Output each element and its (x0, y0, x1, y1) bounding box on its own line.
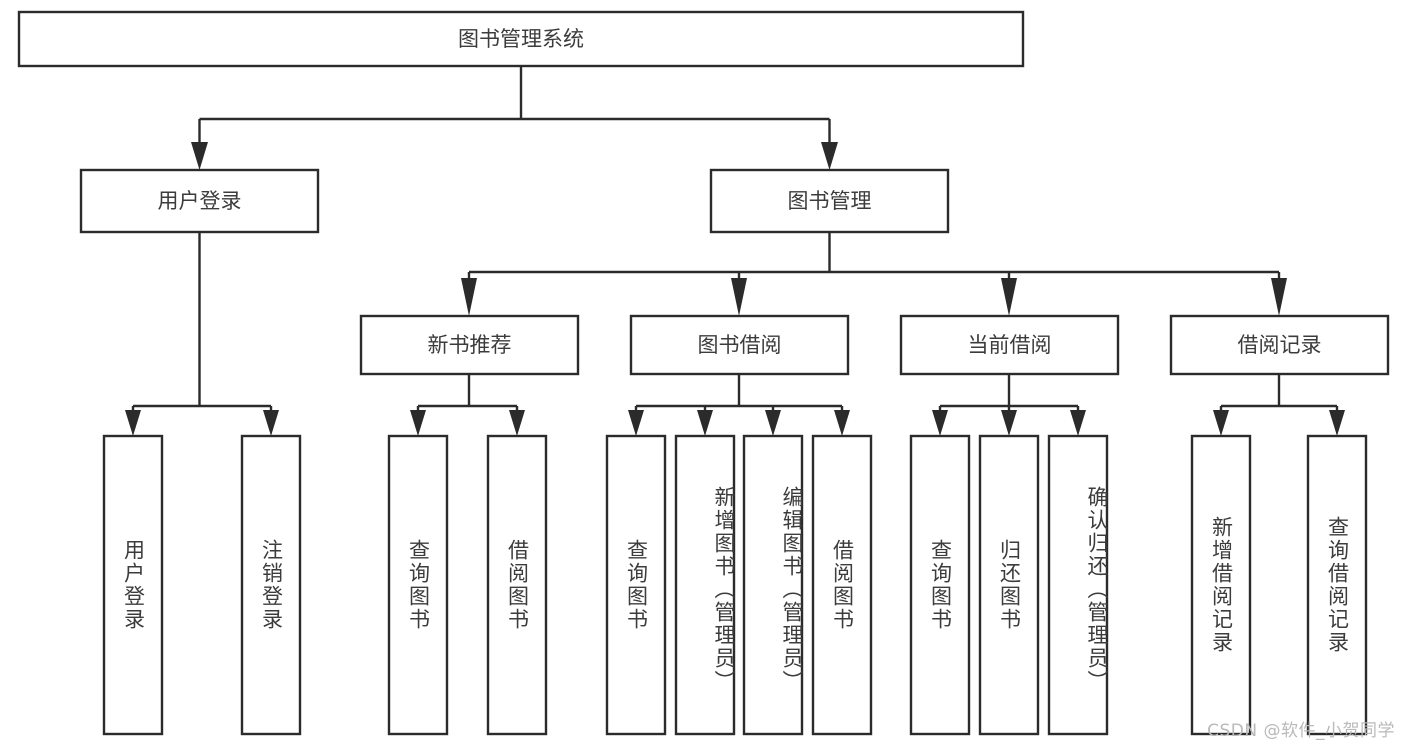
node-user-login-rect[interactable] (79, 168, 320, 234)
arrow-head-new-book-recommend (461, 278, 477, 316)
leaf-query-book-3-rect[interactable] (909, 434, 971, 736)
arrow-head-leaf-query-book-3 (932, 410, 948, 436)
arrow-head-leaf-edit-book (765, 410, 781, 436)
arrow-head-leaf-borrow-book-1 (509, 410, 525, 436)
node-book-manage[interactable]: 图书管理 (709, 168, 950, 234)
leaf-borrow-book-1-rect[interactable] (486, 434, 548, 736)
node-borrow-record-rect[interactable] (1169, 314, 1390, 376)
node-user-login-label: 用户登录 (158, 189, 242, 213)
node-new-book-recommend-rect[interactable] (359, 314, 580, 376)
arrow-head-leaf-return-book (1001, 410, 1017, 436)
arrow-head-leaf-query-record (1329, 410, 1345, 436)
node-borrow-record[interactable]: 借阅记录 (1169, 314, 1390, 376)
leaf-query-book-1-rect[interactable] (387, 434, 449, 736)
leaf-borrow-book-2-rect[interactable] (811, 434, 873, 736)
arrow-head-leaf-logout-login (263, 410, 279, 436)
node-root[interactable]: 图书管理系统 (17, 10, 1025, 68)
node-current-borrow[interactable]: 当前借阅 (899, 314, 1120, 376)
leaf-user-login-rect[interactable] (102, 434, 164, 736)
arrow-head-leaf-confirm-return (1070, 410, 1086, 436)
node-current-borrow-label: 当前借阅 (968, 333, 1052, 357)
leaf-query-record-rect[interactable] (1306, 434, 1368, 736)
node-book-manage-rect[interactable] (709, 168, 950, 234)
leaf-add-record-rect[interactable] (1190, 434, 1252, 736)
leaf-query-book-2-rect[interactable] (605, 434, 667, 736)
node-borrow-record-label: 借阅记录 (1238, 333, 1322, 357)
node-book-borrow-rect[interactable] (629, 314, 850, 376)
leaf-return-book-rect[interactable] (978, 434, 1040, 736)
node-book-borrow[interactable]: 图书借阅 (629, 314, 850, 376)
node-current-borrow-rect[interactable] (899, 314, 1120, 376)
leaf-logout-login-rect[interactable] (240, 434, 302, 736)
arrow-head-leaf-borrow-book-2 (834, 410, 850, 436)
node-book-borrow-label: 图书借阅 (698, 333, 782, 357)
arrow-head-leaf-add-record (1213, 410, 1229, 436)
arrow-head-borrow-record (1271, 278, 1287, 316)
arrow-head-book-borrow (731, 278, 747, 316)
arrow-head-leaf-query-book-1 (410, 410, 426, 436)
arrow-head-leaf-query-book-2 (628, 410, 644, 436)
arrow-head-user-login (191, 142, 208, 170)
node-new-book-recommend[interactable]: 新书推荐 (359, 314, 580, 376)
nodes-group: 图书管理系统 用户登录 图书管理 新书推荐 图书借阅 当前 (17, 10, 1390, 736)
leaf-edit-book-rect[interactable] (742, 434, 804, 736)
node-book-manage-label: 图书管理 (788, 189, 872, 213)
watermark-text: CSDN @软件_小贺同学 (1207, 721, 1395, 741)
node-new-book-recommend-label: 新书推荐 (428, 333, 512, 357)
arrow-head-leaf-user-login (125, 410, 141, 436)
leaf-confirm-return-rect[interactable] (1047, 434, 1109, 736)
arrow-head-book-manage (821, 142, 838, 170)
arrow-head-current-borrow (1001, 278, 1017, 316)
node-user-login[interactable]: 用户登录 (79, 168, 320, 234)
connectors-group (125, 66, 1345, 436)
node-root-label: 图书管理系统 (458, 27, 584, 51)
arrow-head-leaf-add-book (697, 410, 713, 436)
leaf-add-book-rect[interactable] (674, 434, 736, 736)
node-root-rect[interactable] (17, 10, 1025, 68)
